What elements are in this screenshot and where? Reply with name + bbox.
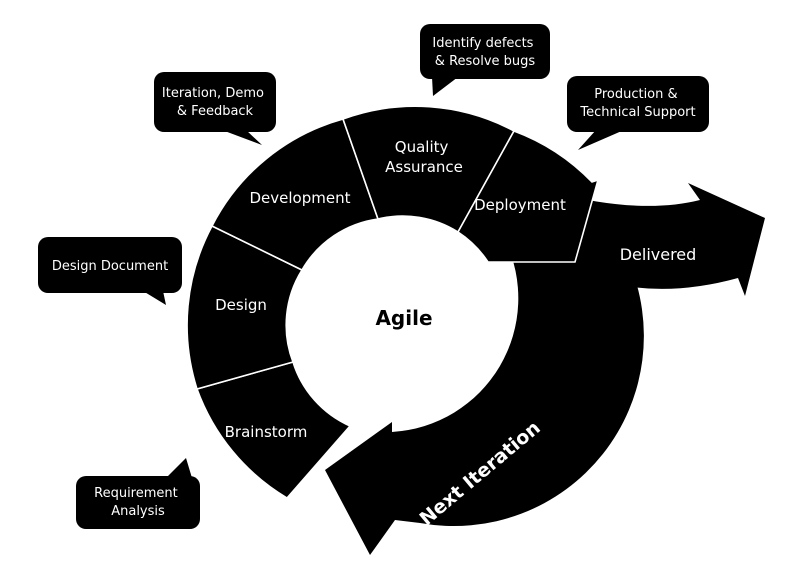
segment-quality-assurance	[341, 105, 516, 234]
label-deployment: Deployment	[474, 196, 566, 214]
agile-center-label: Agile	[375, 306, 432, 330]
label-quality-assurance: Quality Assurance	[385, 138, 463, 176]
callout-iteration-demo-feedback: Iteration, Demo & Feedback	[154, 72, 276, 145]
next-iteration-arrow	[325, 240, 644, 555]
svg-text:Design Document: Design Document	[52, 259, 168, 274]
callout-production-support: Production & Technical Support	[567, 76, 709, 150]
delivered-label: Delivered	[620, 245, 697, 264]
callout-requirement-analysis: Requirement Analysis	[76, 458, 200, 529]
segment-deployment	[456, 130, 600, 263]
label-brainstorm: Brainstorm	[225, 423, 308, 441]
label-design: Design	[215, 296, 267, 314]
callout-design-document: Design Document	[38, 237, 182, 305]
callout-identify-defects: Identify defects & Resolve bugs	[420, 24, 550, 96]
segment-development	[210, 118, 380, 272]
svg-text:Iteration, Demo & Feedba: Iteration, Demo & Feedback	[162, 86, 268, 119]
label-development: Development	[250, 189, 351, 207]
svg-text:Production & Technical S: Production & Technical Support	[579, 87, 695, 120]
svg-text:Requirement Analysis: Requirement Analysis	[94, 486, 182, 519]
delivered-arrow	[552, 183, 765, 296]
svg-text:Identify defects & Resol: Identify defects & Resolve bugs	[432, 36, 537, 69]
